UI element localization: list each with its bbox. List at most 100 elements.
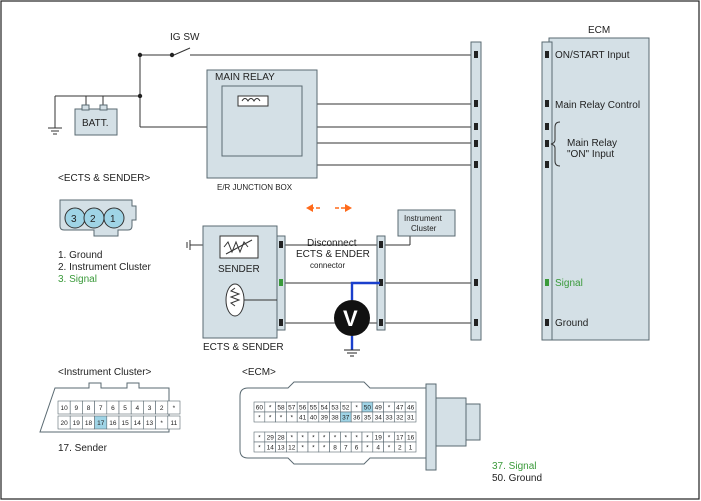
connector-pin-label: 53 xyxy=(331,405,339,412)
ecm-block: ECM ON/START Input Main Relay Control Ma… xyxy=(541,25,650,341)
connector-pin-label: 14 xyxy=(267,445,275,452)
connector-pin-label: 7 xyxy=(99,405,103,412)
connector-pin-label: * xyxy=(291,435,294,442)
connector-pin-label: 35 xyxy=(364,415,372,422)
connector-pin-label: 6 xyxy=(111,405,115,412)
connector-pin-label: * xyxy=(334,435,337,442)
connector-pin-label: 1 xyxy=(409,445,413,452)
ects-pin-2: 2 xyxy=(90,214,96,225)
voltmeter-label: V xyxy=(343,306,358,331)
connector-pin-label: 37 xyxy=(342,415,350,422)
ecm-main-relay-on-2: "ON" Input xyxy=(567,149,614,160)
voltmeter: V xyxy=(334,281,380,357)
connector-pin-label: 7 xyxy=(344,445,348,452)
ecm-note-signal: 37. Signal xyxy=(492,461,536,472)
connector-pin-label: 34 xyxy=(375,415,383,422)
junction-box: MAIN RELAY E/R JUNCTION BOX xyxy=(206,69,318,192)
connector-pin-label: 50 xyxy=(364,405,372,412)
junction-box-label: E/R JUNCTION BOX xyxy=(217,183,293,192)
connector-pin-label: * xyxy=(388,445,391,452)
connector-pin-label: 56 xyxy=(299,405,307,412)
ects-sender-block: SENDER ECTS & SENDER xyxy=(202,225,286,353)
ects-pin-3: 3 xyxy=(71,214,77,225)
disconnect-line-1: Disconnect xyxy=(307,238,357,249)
connector-pin-label: 38 xyxy=(331,415,339,422)
connector-pin-label: * xyxy=(355,435,358,442)
connector-pin-label: * xyxy=(258,435,261,442)
connector-pin-label: 14 xyxy=(134,420,142,427)
connector-pin-label: 5 xyxy=(123,405,127,412)
connector-pin-label: * xyxy=(366,445,369,452)
connector-pin-label: * xyxy=(280,415,283,422)
ects-legend-3: 3. Signal xyxy=(58,274,97,285)
ects-pin-1: 1 xyxy=(110,214,116,225)
connector-pin-label: * xyxy=(160,420,163,427)
cluster-connector-title: <Instrument Cluster> xyxy=(58,367,152,378)
connector-pin-label: 19 xyxy=(375,435,383,442)
ecm-ground-label: Ground xyxy=(555,318,588,329)
ecm-main-relay-on-1: Main Relay xyxy=(567,138,617,149)
disconnect-note: Disconnect ECTS & ENDER connector xyxy=(296,204,370,270)
connector-pin-label: 8 xyxy=(333,445,337,452)
connector-pin-label: 19 xyxy=(73,420,81,427)
ecm-title: ECM xyxy=(588,25,610,36)
instrument-cluster-label-2: Cluster xyxy=(411,224,437,233)
cluster-note: 17. Sender xyxy=(58,443,108,454)
connector-pin-label: * xyxy=(312,445,315,452)
ecm-main-relay-control: Main Relay Control xyxy=(555,100,640,111)
disconnect-line-2: ECTS & ENDER xyxy=(296,249,370,260)
connector-pin-label: 29 xyxy=(267,435,275,442)
ecm-on-start-input: ON/START Input xyxy=(555,50,630,61)
connector-pin-label: * xyxy=(388,435,391,442)
connector-pin-cell xyxy=(404,411,417,423)
ects-legend-2: 2. Instrument Cluster xyxy=(58,262,151,273)
ects-connector-title: <ECTS & SENDER> xyxy=(58,173,150,184)
connector-pin-cell xyxy=(404,441,417,453)
ects-legend-1: 1. Ground xyxy=(58,250,102,261)
connector-pin-label: 32 xyxy=(396,415,404,422)
connector-pin-cell xyxy=(167,400,181,415)
connector-pin-label: 13 xyxy=(277,445,285,452)
connector-pin-label: 20 xyxy=(60,420,68,427)
rail-connector xyxy=(470,41,482,341)
ecm-note-ground: 50. Ground xyxy=(492,473,542,484)
connector-pin-label: 15 xyxy=(121,420,129,427)
connector-pin-label: 55 xyxy=(310,405,318,412)
main-relay-label: MAIN RELAY xyxy=(215,72,275,83)
connector-pin-label: * xyxy=(366,435,369,442)
ects-connector-face: <ECTS & SENDER> 3 2 1 1. Ground 2. Instr… xyxy=(58,173,151,285)
instrument-cluster-box: Instrument Cluster xyxy=(397,209,456,237)
connector-pin-label: 10 xyxy=(60,405,68,412)
connector-pin-label: 54 xyxy=(321,405,329,412)
connector-pin-label: 2 xyxy=(398,445,402,452)
connector-pin-label: * xyxy=(355,405,358,412)
connector-pin-label: 16 xyxy=(407,435,415,442)
connector-pin-label: 8 xyxy=(87,405,91,412)
connector-pin-label: 57 xyxy=(288,405,296,412)
connector-pin-label: * xyxy=(258,415,261,422)
connector-pin-label: 9 xyxy=(74,405,78,412)
connector-pin-label: * xyxy=(269,405,272,412)
connector-pin-label: * xyxy=(345,435,348,442)
connector-pin-label: 18 xyxy=(85,420,93,427)
connector-pin-label: 12 xyxy=(288,445,296,452)
connector-pin-label: * xyxy=(173,405,176,412)
connector-pin-label: 31 xyxy=(407,415,415,422)
connector-pin-label: 13 xyxy=(146,420,154,427)
connector-pin-label: 40 xyxy=(310,415,318,422)
battery: BATT. xyxy=(74,104,118,136)
instrument-cluster-label-1: Instrument xyxy=(404,214,443,223)
connector-pin-label: * xyxy=(301,445,304,452)
connector-pin-label: * xyxy=(323,445,326,452)
connector-pin-label: 11 xyxy=(171,420,178,427)
connector-pin-label: 17 xyxy=(396,435,404,442)
connector-pin-label: * xyxy=(291,415,294,422)
connector-pin-label: * xyxy=(388,405,391,412)
connector-pin-label: 36 xyxy=(353,415,361,422)
connector-pin-label: 33 xyxy=(385,415,393,422)
